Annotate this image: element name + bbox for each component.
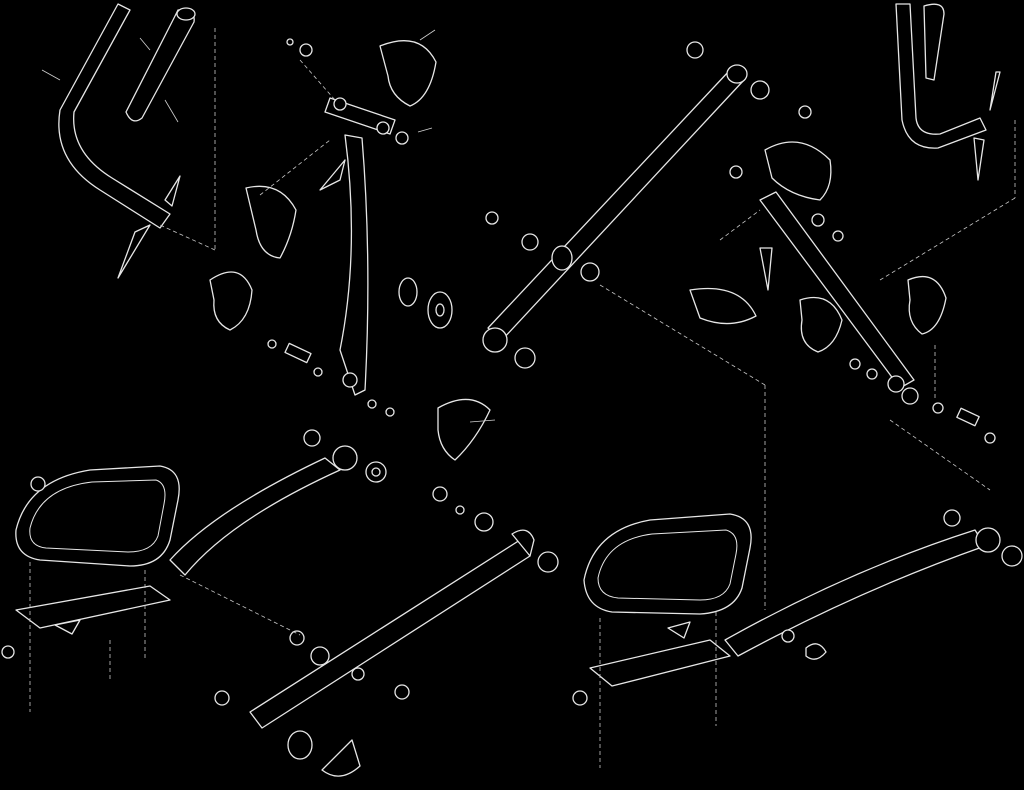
- left-handlebar: [41, 3, 216, 279]
- right-upper-link: [482, 41, 812, 610]
- left-upper-linkage: [209, 29, 496, 461]
- right-handlebar: [879, 3, 1016, 281]
- right-foot-pedal: [572, 509, 1023, 768]
- left-lower-arm: [179, 486, 559, 777]
- right-linkage: [689, 141, 996, 491]
- left-foot-pedal: [1, 429, 387, 712]
